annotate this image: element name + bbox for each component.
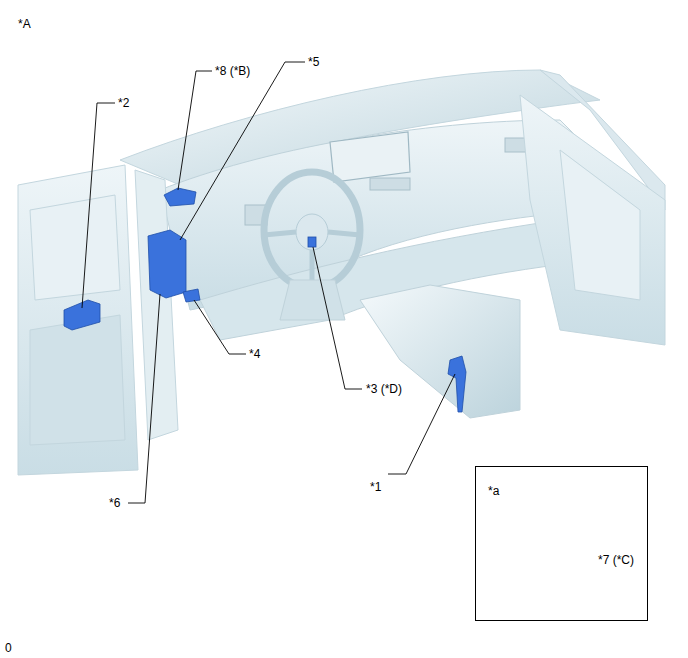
callout-label: *1 [370, 480, 381, 494]
callout-label: *A [18, 17, 31, 31]
callout-label: 0 [5, 641, 12, 655]
callout-label: *4 [249, 347, 260, 361]
callout-label: *6 [109, 496, 120, 510]
callout-label: *2 [118, 96, 129, 110]
callout-label: *5 [308, 55, 319, 69]
inset-label: *7 (*C) [598, 553, 634, 567]
inset-label: *a [488, 484, 499, 498]
callout-label: *3 (*D) [366, 382, 402, 396]
callout-label: *8 (*B) [215, 64, 250, 78]
inset-box: *a *7 (*C) [475, 466, 648, 621]
